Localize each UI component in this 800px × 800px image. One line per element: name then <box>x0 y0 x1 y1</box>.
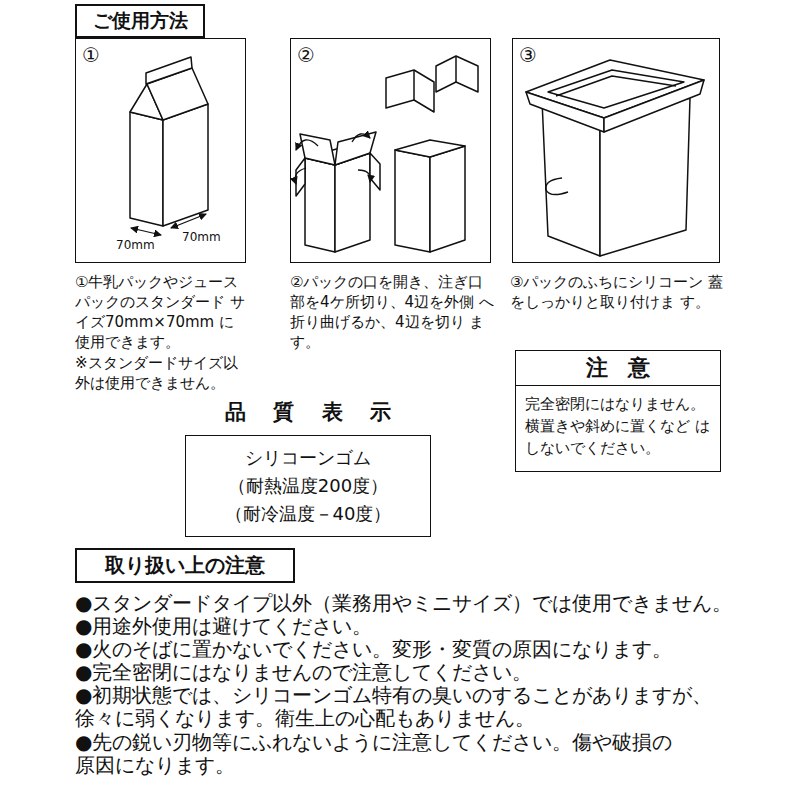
carton-with-lid-part <box>546 178 568 195</box>
caution-title: 注意 <box>516 351 720 386</box>
illustration-panel: ② <box>290 38 491 263</box>
caution-item: ●完全密閉にはなりませんので注意してください。 <box>75 661 780 684</box>
caution-item: ●用途外使用は避けてください。 <box>75 615 780 638</box>
caution-item: ●スタンダードタイプ以外（業務用やミニサイズ）では使用できません。 <box>75 592 780 615</box>
milk-carton-part <box>163 104 208 226</box>
step-caption: ③パックのふちにシリコーン 蓋をしっかりと取り付けま す。 <box>510 272 728 312</box>
fold-arrow-part <box>358 170 370 182</box>
cut-pieces-part <box>413 70 415 100</box>
fold-arrow-part <box>296 140 318 150</box>
section-heading: ご使用方法 <box>75 4 205 38</box>
caution-item: ●火のそばに置かないでください。変形・変質の原因になります。 <box>75 638 780 661</box>
step-caption: ①牛乳パックやジュース パックのスタンダード サイズ70mm×70mm に使用で… <box>75 272 247 352</box>
opened-carton-part <box>370 153 380 190</box>
carton-with-lid-part <box>548 70 684 108</box>
milk-carton <box>130 57 208 226</box>
cut-pieces <box>386 56 478 112</box>
opened-carton-part <box>305 158 335 252</box>
step-number: ① <box>82 43 100 67</box>
caution-item: ●先の鋭い刃物等にふれないように注意してください。傷や破損の 原因になります。 <box>75 731 679 777</box>
note-text: ※スタンダードサイズ以 外は使用できません。 <box>75 353 247 393</box>
quality-box: 品質表示シリコーンゴム（耐熱温度200度）（耐冷温度－40度） <box>185 435 431 537</box>
cut-carton-part <box>395 140 465 157</box>
quality-text: （耐熱温度200度） <box>192 472 424 500</box>
milk-carton-part <box>130 112 163 226</box>
cut-carton <box>395 140 465 252</box>
fold-arrow <box>295 134 370 184</box>
step-number: ② <box>297 43 315 67</box>
caution-box: 注意完全密閉にはなりません。 横置きや斜めに置くなど はしないでください。 <box>515 350 721 472</box>
section-heading: 取り扱い上の注意 <box>75 548 295 583</box>
quality-heading: 品質表示 <box>166 400 450 425</box>
step-number: ③ <box>519 43 537 67</box>
quality-text: （耐冷温度－40度） <box>192 500 424 528</box>
opened-carton <box>296 132 380 252</box>
milk-carton-part <box>146 57 192 84</box>
illustration-panel: ③ <box>512 38 720 263</box>
opened-carton-part <box>296 158 305 196</box>
cut-carton-part <box>430 146 465 252</box>
dimension-label: 70mm <box>182 230 232 244</box>
cut-pieces-part <box>436 56 478 92</box>
illustration-panel: ① <box>75 38 246 263</box>
dimension-arrow-part <box>131 228 161 235</box>
caution-item: ●初期状態では、シリコーンゴム特有の臭いのすることがありますが、 徐々に弱くなり… <box>75 684 727 730</box>
opened-carton-part <box>335 153 370 252</box>
dimension-label: 70mm <box>116 238 166 252</box>
quality-text: シリコーンゴム <box>192 444 424 472</box>
heading-text: ご使用方法 <box>93 8 188 34</box>
cut-pieces-part <box>455 56 457 82</box>
caution-text: 完全密閉にはなりません。 横置きや斜めに置くなど はしないでください。 <box>516 386 720 467</box>
heading-text: 取り扱い上の注意 <box>105 552 265 579</box>
fold-arrow-part <box>295 168 306 184</box>
fold-arrow-part <box>352 134 370 142</box>
step-caption: ②パックの口を開き、注ぎ口 部を4ケ所切り、4辺を外側 へ折り曲げるか、4辺を切… <box>290 272 500 352</box>
cut-pieces-part <box>386 70 434 112</box>
carton-with-lid <box>526 60 704 256</box>
cut-carton-part <box>395 150 430 252</box>
carton-with-lid-part <box>556 76 676 96</box>
dimension-arrow-part <box>171 214 206 228</box>
